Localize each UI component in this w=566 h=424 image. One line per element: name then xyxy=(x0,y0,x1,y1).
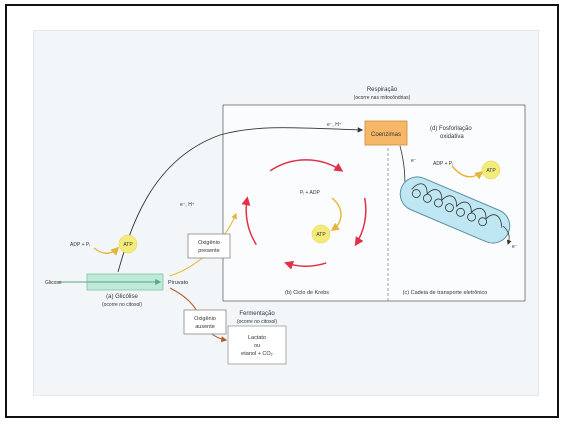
electron-e2-label: e⁻ xyxy=(512,244,518,250)
oxigenio-presente-box xyxy=(187,233,231,259)
piruvato-label: Piruvato xyxy=(168,280,188,286)
oxigenio-ausente-box xyxy=(183,309,227,335)
krebs-atp-icon xyxy=(311,224,331,244)
oxigenio-ausente-line2: ausente xyxy=(195,324,215,330)
respiration-title: Respiração xyxy=(367,87,398,93)
glicolise-subtitle: (ocorre no citosol) xyxy=(102,302,142,308)
respiration-subtitle: (ocorre nas mitocôndrias) xyxy=(354,95,411,101)
fermentacao-box xyxy=(227,325,287,365)
glicose-label: Glicose xyxy=(45,280,62,286)
krebs-cycle xyxy=(241,159,367,270)
electron-top-label: e⁻, H⁺ xyxy=(327,122,342,128)
fermentacao-line3: etanol + CO₂ xyxy=(241,351,273,357)
glicolise-reactants: ADP + Pᵢ xyxy=(70,242,90,248)
oxigenio-ausente-line1: Oxigênio xyxy=(194,316,216,322)
fosforilacao-line2: oxidativa xyxy=(440,134,464,140)
fermentacao-line2: ou xyxy=(254,343,260,349)
chain-reactants: ADP + Pᵢ xyxy=(433,161,453,167)
krebs-atp-arrow xyxy=(330,197,342,231)
electron-flow-arrow xyxy=(117,127,364,273)
coenzimas-box xyxy=(364,120,408,146)
chain-atp-arrow xyxy=(451,165,484,180)
chain-atp-icon xyxy=(481,160,501,180)
electron-transport-chain xyxy=(399,176,511,244)
glicolise-atp-arrow xyxy=(93,246,120,256)
oxigenio-presente-line1: Oxigênio xyxy=(198,240,220,246)
glicolise-atp-icon xyxy=(118,234,138,254)
krebs-atp-label: ATP xyxy=(316,232,326,238)
fermentacao-line1: Lactato xyxy=(248,335,266,341)
oxigenio-presente-line2: presente xyxy=(198,248,219,254)
krebs-label: (b) Ciclo de Krebs xyxy=(285,290,329,296)
fermentacao-subtitle: (ocorre no citosol) xyxy=(237,319,277,325)
chain-atp-label: ATP xyxy=(486,168,496,174)
coenzimas-label: Coenzimas xyxy=(371,132,401,138)
krebs-reactants: Pᵢ + ADP xyxy=(300,190,320,196)
electron-e1-label: e⁻ xyxy=(411,158,417,164)
electron-side-label: e⁻, H⁺ xyxy=(180,202,195,208)
glicolise-title: (a) Glicólise xyxy=(106,294,138,300)
glicolise-atp-label: ATP xyxy=(123,242,133,248)
chain-label: (c) Cadeia de transporte eletrônico xyxy=(403,290,488,296)
fermentacao-title: Fermentação xyxy=(239,311,275,317)
fosforilacao-line1: (d) Fosforilação xyxy=(430,126,472,132)
chain-exit-arrow xyxy=(502,225,512,245)
